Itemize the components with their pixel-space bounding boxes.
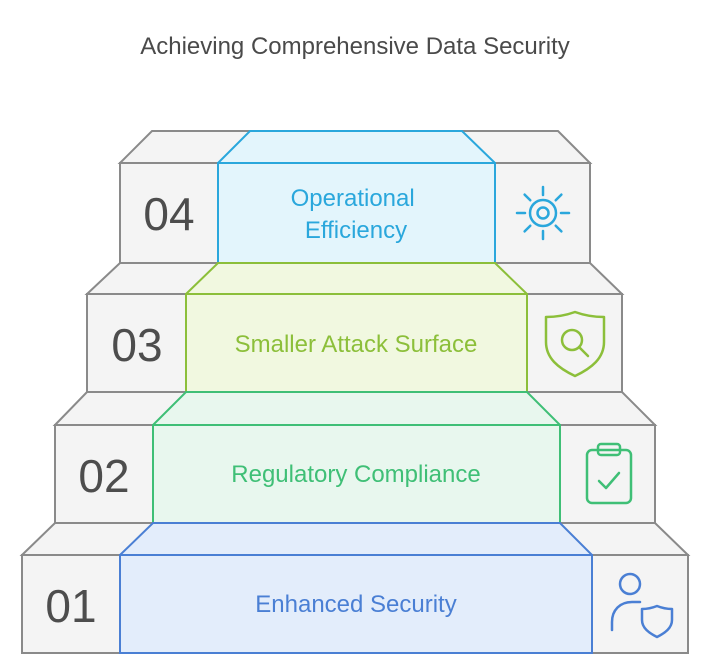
step-number: 03 (111, 319, 162, 371)
step-label: Operational Efficiency (291, 185, 422, 244)
step-label: Enhanced Security (255, 591, 456, 618)
user-shield-icon (610, 572, 674, 639)
step-label-line-1: Operational (291, 185, 415, 212)
step-01: 01 Enhanced Security (19, 522, 691, 654)
step-number: 02 (78, 450, 129, 502)
step-03: 03 Smaller Attack Surface (84, 262, 625, 393)
step-label: Smaller Attack Surface (235, 331, 478, 358)
shield-search-icon (544, 310, 606, 378)
gear-icon (515, 185, 571, 241)
step-02: 02 Regulatory Compliance (52, 391, 658, 524)
clipboard-check-icon (585, 442, 633, 505)
step-number: 04 (143, 188, 194, 240)
step-label-line-2: Efficiency (305, 217, 407, 244)
diagram-title: Achieving Comprehensive Data Security (140, 33, 570, 60)
step-04: 04 Operational Efficiency (117, 130, 593, 264)
step-number: 01 (45, 580, 96, 632)
step-label: Regulatory Compliance (231, 461, 480, 488)
